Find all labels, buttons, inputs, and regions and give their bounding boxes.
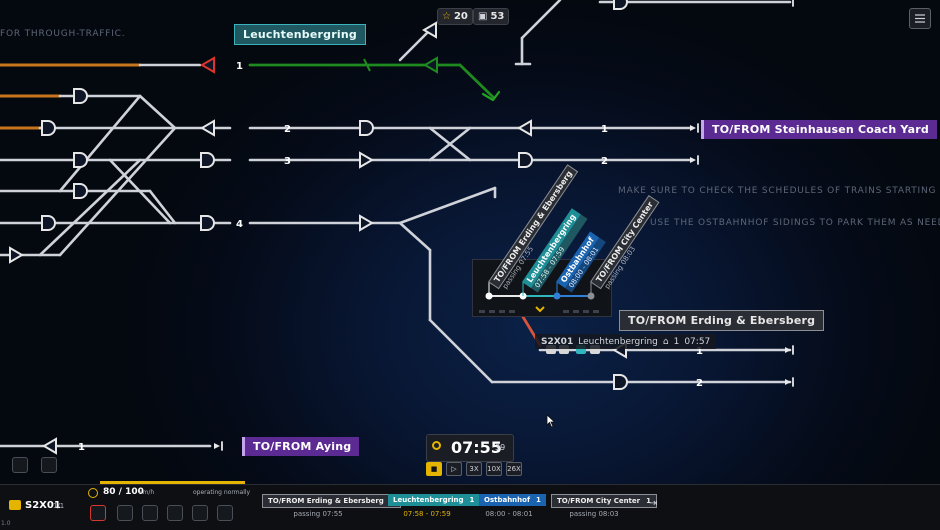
- signals: [9, 0, 628, 455]
- track-number: 1: [601, 124, 608, 135]
- info-icon: [88, 488, 98, 498]
- schedule-stop-time: passing 07:55: [293, 510, 343, 518]
- clock-time: 07:55: [451, 438, 502, 457]
- speed-10x-button[interactable]: 10X: [486, 462, 502, 476]
- track-number: 1: [696, 346, 703, 357]
- track-ends: [221, 0, 794, 451]
- schedule-stop-leuchtenbergring[interactable]: Leuchtenbergring 1: [388, 494, 480, 506]
- hint-schedule: MAKE SURE TO CHECK THE SCHEDULES OF TRAI…: [618, 186, 940, 196]
- train-destination: Leuchtenbergring: [578, 336, 658, 347]
- train-time: 07:57: [684, 336, 711, 347]
- route-timeline: [479, 282, 599, 313]
- schedule-stop-name: Leuchtenbergring: [393, 496, 464, 504]
- speed-bar: [100, 481, 245, 484]
- selected-train-id: S2X01: [25, 500, 61, 511]
- play-button[interactable]: ▷: [446, 462, 462, 476]
- star-icon: ☆: [442, 11, 451, 22]
- track-number: 2: [284, 124, 291, 135]
- schedule-stop-name: Ostbahnhof: [484, 496, 531, 504]
- schedule-stop-ostbahnhof[interactable]: Ostbahnhof 1: [479, 494, 546, 506]
- train-count: 1/1: [53, 502, 65, 510]
- speed-26x-button[interactable]: 26X: [506, 462, 522, 476]
- reverse-button[interactable]: [117, 505, 133, 521]
- schedule-stop-name: TO/FROM City Center: [557, 497, 641, 505]
- train-id: S2X01: [541, 336, 574, 347]
- train-panel: [0, 484, 940, 530]
- mouse-cursor-icon: [546, 414, 556, 428]
- used-tracks: [0, 63, 142, 130]
- hint-sidings: USE THE OSTBAHNHOF SIDINGS TO PARK THEM …: [650, 218, 940, 228]
- schedule-stop-time: 08:00 - 08:01: [485, 510, 533, 518]
- list-icon: [915, 14, 925, 23]
- schedule-stop-platform: 1: [536, 496, 541, 504]
- pause-button[interactable]: ■: [426, 462, 442, 476]
- train-speed: 80 / 100: [103, 487, 144, 497]
- train-tag[interactable]: S2X01 Leuchtenbergring ⌂ 1 07:57: [535, 334, 717, 349]
- track-number: 1: [236, 61, 243, 72]
- game-clock: 07:55 39: [426, 434, 514, 462]
- clock-seconds: 39: [495, 443, 506, 452]
- destination-label-steinhausen[interactable]: TO/FROM Steinhausen Coach Yard: [701, 120, 937, 139]
- schedule-stop-time: passing 08:03: [569, 510, 619, 518]
- track-number: 2: [696, 378, 703, 389]
- destination-label-aying[interactable]: TO/FROM Aying: [242, 437, 360, 456]
- version-label: 1.0: [1, 520, 11, 527]
- station-label-leuchtenbergring[interactable]: Leuchtenbergring: [234, 24, 366, 45]
- horn-button[interactable]: [167, 505, 183, 521]
- save-button[interactable]: [12, 457, 28, 473]
- route-button[interactable]: [217, 505, 233, 521]
- settings-button[interactable]: [41, 457, 57, 473]
- schedule-stop-erding[interactable]: TO/FROM Erding & Ebersberg1: [262, 494, 401, 508]
- schedule-stop-time: 07:58 - 07:59: [403, 510, 451, 518]
- train-icon: ▣: [478, 11, 488, 22]
- exit-arrow-icon: ⇥: [649, 498, 658, 509]
- schedule-stop-city-center[interactable]: TO/FROM City Center 1: [551, 494, 657, 508]
- speed-controls: ■ ▷ 3X 10X 26X: [426, 462, 522, 476]
- menu-button[interactable]: [909, 8, 931, 29]
- stop-train-button[interactable]: [90, 505, 106, 521]
- track-numbers: 1 2 3 4 1 2 1 2 1: [78, 61, 703, 453]
- clock-icon: [432, 441, 441, 450]
- destination-label-erding[interactable]: TO/FROM Erding & Ebersberg: [619, 310, 825, 331]
- stars-counter: ☆ 20: [437, 8, 473, 25]
- stars-value: 20: [453, 11, 468, 22]
- tracks: [0, 0, 792, 448]
- train-platform: 1: [673, 336, 680, 347]
- speed-unit: km/h: [139, 489, 155, 496]
- active-route: [248, 63, 495, 99]
- track-number: 3: [284, 156, 291, 167]
- schedule-stop-platform: 1: [469, 496, 475, 504]
- follow-button[interactable]: [192, 505, 208, 521]
- schedule-stop-platform: 1: [646, 497, 651, 505]
- trains-value: 53: [490, 11, 505, 22]
- speed-3x-button[interactable]: 3X: [466, 462, 482, 476]
- train-type-icon: [9, 500, 21, 510]
- schedule-stop-name: TO/FROM Erding & Ebersberg: [268, 497, 384, 505]
- couple-button[interactable]: [142, 505, 158, 521]
- track-number: 1: [78, 442, 85, 453]
- hint-through-traffic: FOR THROUGH-TRAFFIC.: [0, 29, 126, 39]
- track-number: 2: [601, 156, 608, 167]
- train-status: operating normally: [193, 489, 251, 496]
- trains-counter: ▣ 53: [473, 8, 510, 25]
- platform-icon: ⌂: [662, 336, 669, 347]
- track-number: 4: [236, 219, 243, 230]
